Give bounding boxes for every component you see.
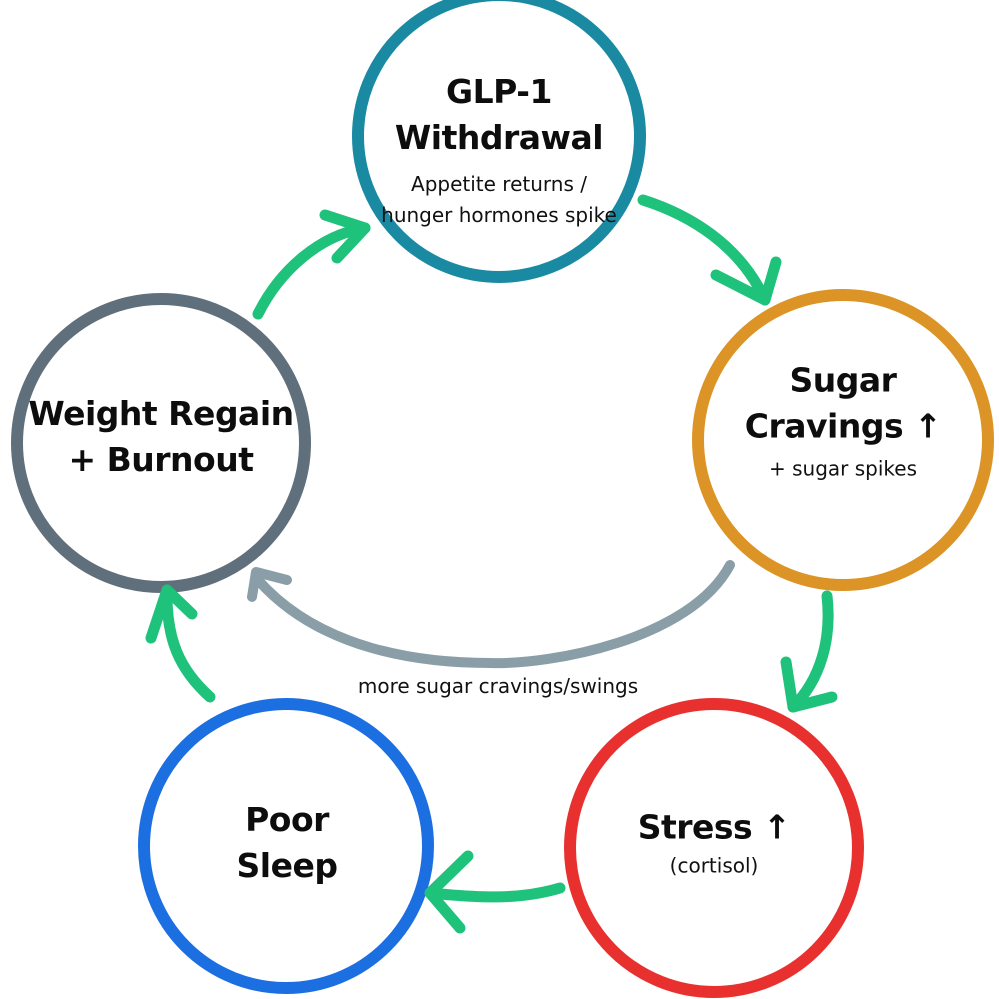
node-circle-glp1 [352,0,646,283]
edge-weight-to-glp1 [252,209,371,320]
node-weight: Weight Regain + Burnout [28,391,294,483]
edge-glp1-to-sugar [637,194,782,306]
node-sleep: Poor Sleep [237,797,338,889]
node-circle-sleep [138,698,434,994]
node-glp1: GLP-1 Withdrawal Appetite returns / hung… [381,69,617,231]
node-title: Sugar [789,360,897,400]
node-circle-stress [564,698,864,998]
node-subtitle: hunger hormones spike [381,203,617,227]
node-subtitle: (cortisol) [669,853,759,878]
node-sugar: Sugar Cravings ↑ + sugar spikes [744,358,942,485]
arrowhead-icon [424,850,474,934]
edge-sugar-to-weight-feedback [247,560,735,669]
node-title: + Burnout [68,440,254,479]
arrow-shaft [787,590,834,713]
arrowhead-icon [780,656,838,713]
node-title: Poor [245,800,329,839]
edge-sugar-to-stress [780,590,838,713]
node-circle-weight [11,293,311,593]
node-stress: Stress ↑ (cortisol) [638,805,791,882]
arrow-shaft [637,194,771,306]
node-title: Withdrawal [394,118,604,157]
node-title: Sleep [236,846,338,885]
node-subtitle: + sugar spikes [768,456,918,481]
arrowhead-icon [247,567,292,602]
arrow-shaft [252,222,371,320]
arrowhead-icon [145,584,198,644]
arrowhead-icon [319,209,371,264]
node-title: Stress ↑ [637,807,791,847]
node-title: Cravings ↑ [744,406,942,446]
node-title: Weight Regain [28,394,294,433]
arrowhead-icon [710,256,782,306]
node-title: GLP-1 [446,72,552,111]
node-subtitle: Appetite returns / [411,172,587,196]
node-circle-sugar [692,289,994,591]
arrow-shaft [424,882,566,903]
edge-stress-to-sleep [424,850,566,934]
arrow-shaft [253,560,735,669]
edge-sleep-to-weight [145,584,216,703]
feedback-edge-label: more sugar cravings/swings [357,674,639,698]
